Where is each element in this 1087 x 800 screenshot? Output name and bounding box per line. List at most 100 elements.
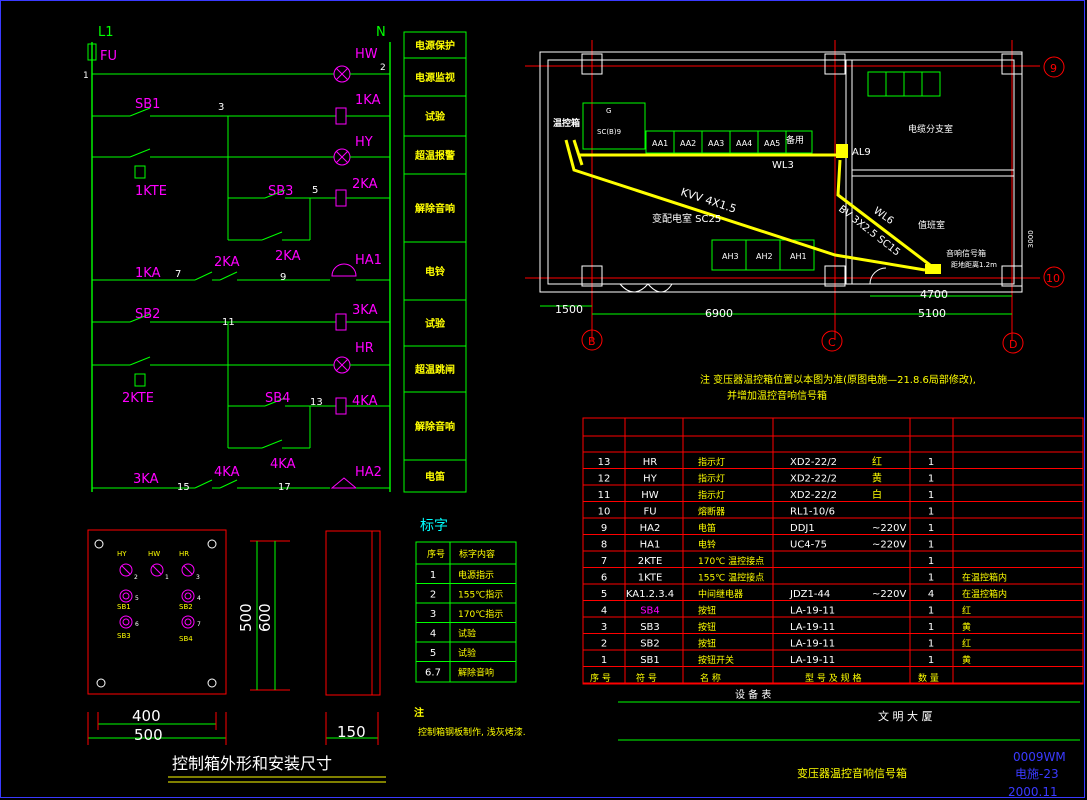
eq-remark: 红 — [962, 638, 971, 650]
eq-qty: 1 — [928, 622, 934, 633]
drawing-title: 变压器温控音响信号箱 — [797, 766, 907, 780]
dim-400: 400 — [132, 707, 161, 725]
eq-caption: 设 备 表 — [735, 688, 771, 701]
panel-button-label: SB2 — [179, 603, 193, 611]
eq-qty: 1 — [928, 490, 934, 501]
kvv-label: KVV 4X1.5 — [679, 185, 738, 215]
eq-remark: 黄 — [962, 654, 971, 666]
panel-button-icon — [181, 589, 195, 603]
aa-panel-label: AA4 — [736, 139, 752, 148]
title-block: 文 明 大 厦 变压器温控音响信号箱 0009WM 电施-23 2000.11 — [797, 709, 1066, 799]
eq-extra: ~220V — [872, 589, 906, 600]
eq-no: 12 — [598, 474, 611, 485]
eq-code: SB3 — [640, 622, 660, 633]
eq-code: 1KTE — [638, 573, 663, 584]
label-note-title: 注 — [414, 706, 424, 719]
wl3-label: WL3 — [772, 160, 794, 171]
substation-label: 变配电室 SC25 — [652, 212, 721, 225]
eq-qty: 1 — [928, 523, 934, 534]
eq-name: 按钮 — [698, 638, 716, 650]
panel-button-num: 4 — [197, 595, 201, 602]
eq-qty: 1 — [928, 540, 934, 551]
function-label: 超温跳闸 — [414, 363, 455, 376]
kvv-cable — [564, 139, 926, 272]
ha2-horn-icon — [330, 477, 358, 489]
2kte-label: 2KTE — [122, 391, 154, 406]
function-label: 解除音响 — [415, 420, 455, 433]
2ka-label: 2KA — [352, 177, 378, 192]
eq-name: 熔断器 — [698, 506, 725, 518]
1kte-label: 1KTE — [135, 184, 167, 199]
scb9-panel — [582, 102, 646, 150]
axis-9-label: 9 — [1050, 62, 1057, 75]
eq-model: UC4-75 — [790, 540, 827, 551]
function-label: 电笛 — [425, 470, 445, 483]
dim-side: 3000 — [1027, 230, 1035, 248]
install-height-label: 距地距离1.2m — [951, 260, 997, 269]
panel-lamp-label: HY — [117, 550, 127, 558]
eq-extra: ~220V — [872, 523, 906, 534]
eq-model: XD2-22/2 — [790, 457, 837, 468]
eq-model: LA-19-11 — [790, 622, 835, 633]
label-row-no: 2 — [430, 590, 436, 601]
panel-lamp-label: HW — [148, 550, 160, 558]
eq-extra: 红 — [872, 455, 882, 468]
eq-no: 2 — [601, 639, 607, 650]
duty-room-label: 值班室 — [918, 219, 945, 231]
panel-side-view — [325, 530, 381, 696]
panel-lamp-icon — [181, 563, 195, 577]
eq-model: LA-19-11 — [790, 606, 835, 617]
eq-name: 按钮 — [698, 605, 716, 617]
eq-header-model: 型 号 及 规 格 — [805, 672, 861, 684]
node-13: 13 — [310, 397, 323, 408]
2ka-contact-label: 2KA — [275, 249, 301, 264]
sb1-label: SB1 — [135, 97, 160, 112]
label-row-no: 1 — [430, 570, 436, 581]
dim-1500: 1500 — [555, 303, 583, 316]
eq-remark: 黄 — [962, 621, 971, 633]
eq-no: 6 — [601, 573, 607, 584]
eq-name: 指示灯 — [698, 456, 725, 468]
dim-500h: 500 — [237, 603, 255, 632]
node-17: 17 — [278, 482, 291, 493]
eq-name: 按钮开关 — [698, 654, 734, 666]
axis-b-bubble — [581, 329, 603, 351]
eq-qty: 1 — [928, 474, 934, 485]
axis-c-bubble — [821, 330, 843, 352]
eq-header-qty: 数 量 — [918, 672, 939, 684]
sb2-label: SB2 — [135, 307, 160, 322]
control-schematic: L1 N FU 1 2 HW SB1 3 1KA HY 1KTE — [83, 25, 467, 493]
eq-no: 7 — [601, 556, 607, 567]
function-label: 超温报警 — [414, 149, 455, 162]
eq-no: 5 — [601, 589, 607, 600]
drawing-code: 0009WM — [1013, 750, 1066, 764]
axis-10-label: 10 — [1046, 272, 1060, 285]
label-row-content: 试验 — [458, 647, 476, 659]
axis-d-bubble — [1002, 332, 1024, 354]
hr-label: HR — [355, 341, 374, 356]
al9-label: AL9 — [852, 147, 871, 158]
eq-code: HW — [641, 490, 659, 501]
node-5: 5 — [312, 185, 318, 196]
eq-name: 155℃ 温控接点 — [698, 572, 764, 584]
label-row-content: 电源指示 — [458, 569, 494, 581]
eq-model: LA-19-11 — [790, 639, 835, 650]
panel-lamp-icon — [150, 563, 164, 577]
eq-name: 电笛 — [698, 522, 716, 534]
signal-box-icon — [925, 264, 941, 274]
eq-no: 11 — [598, 490, 611, 501]
eq-qty: 1 — [928, 556, 934, 567]
eq-qty: 1 — [928, 639, 934, 650]
dim-4700: 4700 — [920, 288, 948, 301]
3ka-contact-label: 3KA — [133, 472, 159, 487]
spare-panel — [785, 130, 813, 154]
panel-button-icon — [181, 615, 195, 629]
function-label: 试验 — [425, 110, 446, 123]
dim-600: 600 — [256, 603, 274, 632]
panel-button-label: SB4 — [179, 635, 193, 643]
panel-button-label: SB1 — [117, 603, 131, 611]
axis-9-bubble — [1043, 56, 1065, 78]
